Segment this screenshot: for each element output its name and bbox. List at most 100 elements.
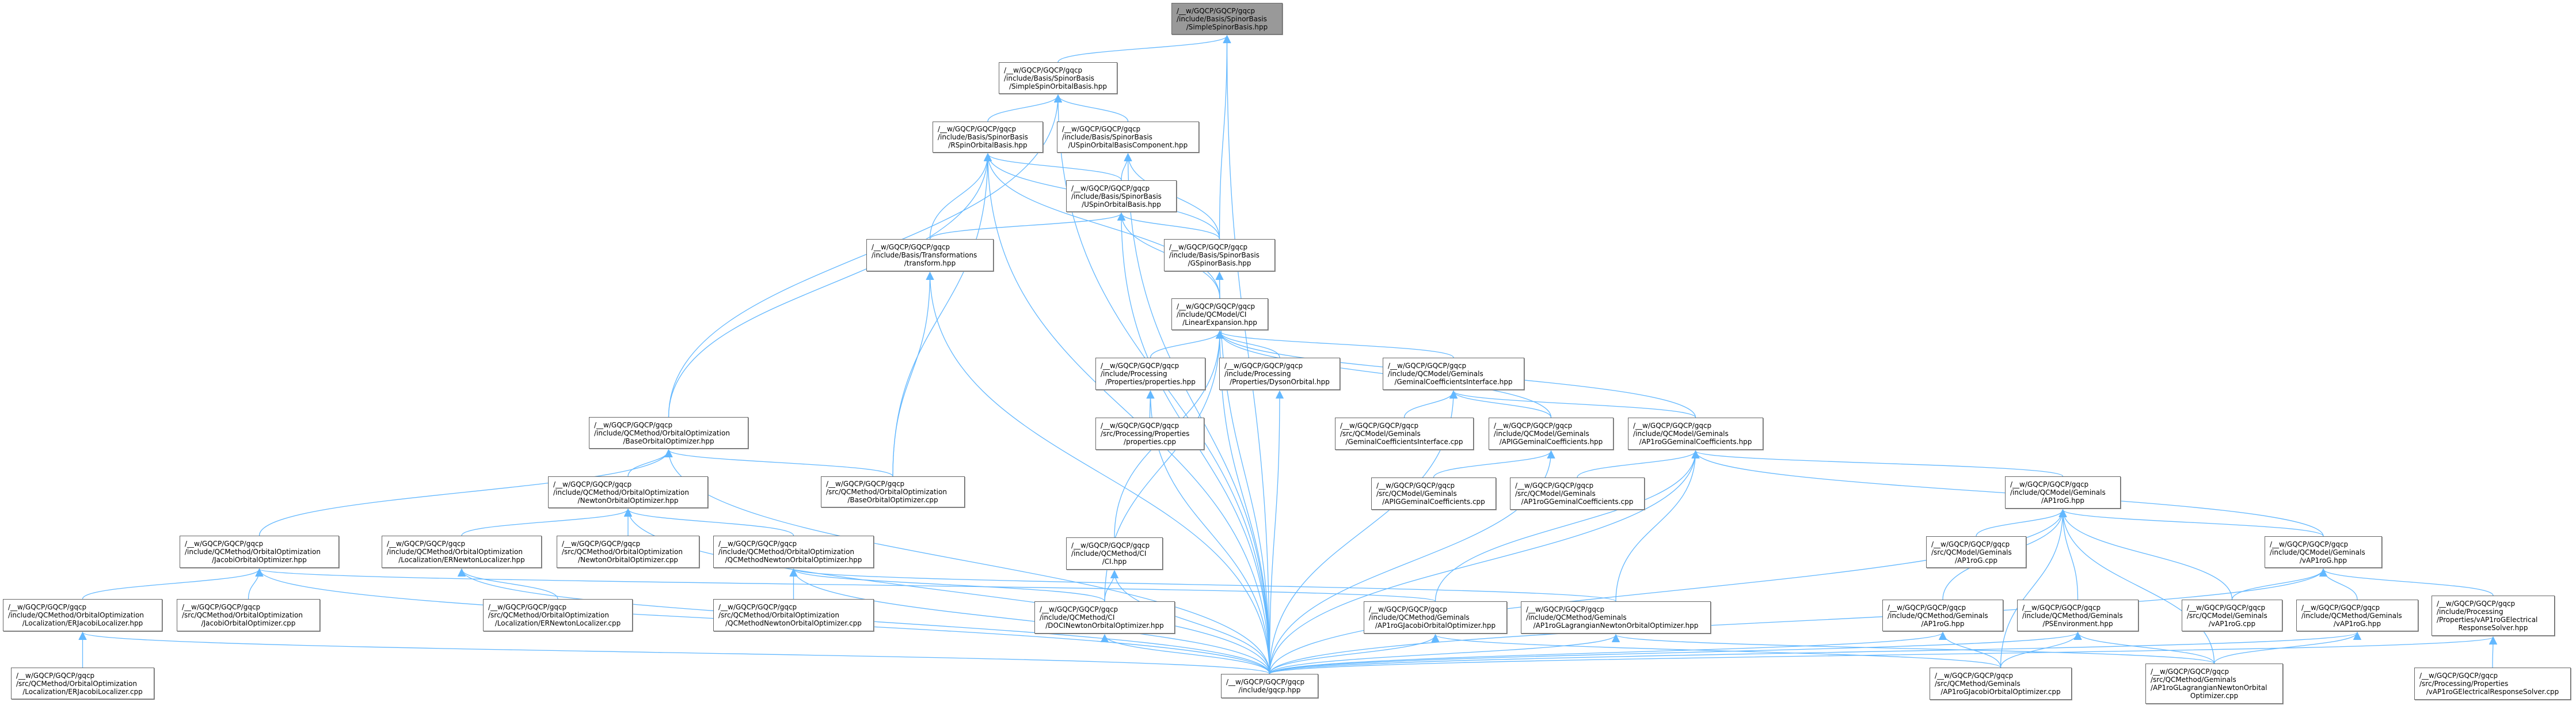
edge-k-to-i: [2058, 509, 2324, 537]
file-node-baseorbitaloptimizer-hpp[interactable]: /__w/GQCP/GQCP/gqcp/include/QCMethod/Orb…: [589, 417, 748, 449]
node-label-line: /Localization/ERJacobiLocalizer.hpp: [22, 619, 143, 627]
file-node-qcmethodnewtonorbitaloptimizer-hpp[interactable]: /__w/GQCP/GQCP/gqcp/include/QCMethod/Orb…: [713, 536, 874, 568]
node-label-line: /__w/GQCP/GQCP/gqcp: [1177, 6, 1255, 15]
file-node-ap1rogjacobiorbitaloptimizer-cpp[interactable]: /__w/GQCP/GQCP/gqcp/src/QCMethod/Geminal…: [1930, 668, 2072, 700]
file-node-vap1rog-cpp[interactable]: /__w/GQCP/GQCP/gqcp/src/QCModel/Geminals…: [2182, 600, 2282, 631]
node-label-line: /__w/GQCP/GQCP/gqcp: [1369, 605, 1448, 613]
node-label-line: /src/QCModel/Geminals: [1515, 490, 1596, 498]
edge-d-to-Y: [82, 568, 264, 600]
file-node-transform-hpp[interactable]: /__w/GQCP/GQCP/gqcp/include/Basis/Transf…: [866, 239, 994, 271]
file-node-ci-hpp[interactable]: /__w/GQCP/GQCP/gqcp/include/QCMethod/CI/…: [1066, 537, 1163, 570]
file-node-ap1rog-hpp[interactable]: /__w/GQCP/GQCP/gqcp/include/QCMethod/Gem…: [1882, 600, 2003, 631]
file-node-ap1rog-hpp[interactable]: /__w/GQCP/GQCP/gqcp/include/QCModel/Gemi…: [2005, 476, 2121, 509]
node-label-line: /__w/GQCP/GQCP/gqcp: [1004, 66, 1083, 74]
node-label-line: /QCMethodNewtonOrbitalOptimizer.cpp: [725, 619, 862, 627]
edge-b-to-X: [624, 508, 794, 536]
file-node-localization-ernewtonlocalizer-hpp[interactable]: /__w/GQCP/GQCP/gqcp/include/QCMethod/Orb…: [382, 536, 542, 568]
node-label-line: /src/QCModel/Geminals: [2187, 611, 2267, 620]
file-node-ap1roggeminalcoefficients-cpp[interactable]: /__w/GQCP/GQCP/gqcp/src/QCModel/Geminals…: [1510, 477, 1645, 510]
edge-G-to-E: [1117, 212, 1220, 240]
node-label-line: /__w/GQCP/GQCP/gqcp: [488, 603, 567, 611]
edge-V-to-S: [1100, 634, 1270, 674]
file-node-qcmethodnewtonorbitaloptimizer-cpp[interactable]: /__w/GQCP/GQCP/gqcp/src/QCMethod/Orbital…: [713, 599, 874, 631]
node-label-line: /include/Basis/SpinorBasis: [1004, 74, 1094, 82]
edge-V-to-H: [1215, 330, 1270, 674]
node-label-line: /include/QCMethod/OrbitalOptimization: [594, 429, 730, 437]
node-label-line: /include/Basis/SpinorBasis: [1177, 14, 1267, 23]
node-label-line: Optimizer.cpp: [2190, 692, 2239, 700]
file-node-psenvironment-hpp[interactable]: /__w/GQCP/GQCP/gqcp/include/QCMethod/Gem…: [2017, 600, 2139, 631]
node-label-line: /include/Processing: [2437, 608, 2503, 616]
node-label-line: /__w/GQCP/GQCP/gqcp: [872, 243, 950, 251]
file-node-optimizer-cpp[interactable]: /__w/GQCP/GQCP/gqcp/src/QCMethod/Geminal…: [2145, 664, 2283, 704]
node-label-line: /__w/GQCP/GQCP/gqcp: [1226, 678, 1305, 686]
file-node-rspinorbitalbasis-hpp[interactable]: /__w/GQCP/GQCP/gqcp/include/Basis/Spinor…: [933, 122, 1043, 153]
node-label-line: /__w/GQCP/GQCP/gqcp: [1376, 482, 1455, 490]
edge-T-to-Y: [256, 568, 1436, 602]
file-node-localization-erjacobilocalizer-hpp[interactable]: /__w/GQCP/GQCP/gqcp/include/QCMethod/Orb…: [3, 599, 162, 631]
node-label-line: /__w/GQCP/GQCP/gqcp: [8, 603, 87, 611]
node-label-line: /__w/GQCP/GQCP/gqcp: [2437, 600, 2516, 608]
file-node-jacobiorbitaloptimizer-cpp[interactable]: /__w/GQCP/GQCP/gqcp/src/QCMethod/Orbital…: [177, 599, 320, 631]
edge-W-to-B: [668, 94, 1063, 418]
node-label-line: /__w/GQCP/GQCP/gqcp: [562, 540, 641, 548]
file-node-jacobiorbitaloptimizer-hpp[interactable]: /__w/GQCP/GQCP/gqcp/include/QCMethod/Orb…: [180, 536, 339, 568]
file-node-newtonorbitaloptimizer-hpp[interactable]: /__w/GQCP/GQCP/gqcp/include/QCMethod/Orb…: [548, 476, 708, 508]
edge-m-to-i: [2058, 509, 2079, 600]
node-label-line: /include/Processing: [1224, 370, 1291, 378]
file-node-gspinorbasis-hpp[interactable]: /__w/GQCP/GQCP/gqcp/include/Basis/Spinor…: [1164, 239, 1275, 271]
file-node-properties-cpp[interactable]: /__w/GQCP/GQCP/gqcp/src/Processing/Prope…: [1095, 418, 1204, 450]
file-node-simplespinorbitalbasis-hpp[interactable]: /__w/GQCP/GQCP/gqcp/include/Basis/Spinor…: [999, 62, 1117, 94]
file-node-ap1roggeminalcoefficients-hpp[interactable]: /__w/GQCP/GQCP/gqcp/include/QCModel/Gemi…: [1628, 418, 1763, 450]
node-label-line: /__w/GQCP/GQCP/gqcp: [2151, 668, 2229, 676]
file-node-baseorbitaloptimizer-cpp[interactable]: /__w/GQCP/GQCP/gqcp/src/QCMethod/Orbital…: [821, 476, 965, 507]
node-label-line: /NewtonOrbitalOptimizer.cpp: [578, 556, 678, 564]
edge-V-to-k: [1269, 568, 2327, 674]
node-label-line: /__w/GQCP/GQCP/gqcp: [1101, 362, 1179, 370]
node-label-line: /AP1roGJacobiOrbitalOptimizer.cpp: [1940, 688, 2061, 696]
file-node-vap1rogelectricalresponsesolver-cpp[interactable]: /__w/GQCP/GQCP/gqcp/src/Processing/Prope…: [2414, 668, 2571, 700]
edge-X-to-W: [627, 449, 673, 477]
edge-S-to-b: [789, 568, 1105, 602]
file-node-geminalcoefficientsinterface-cpp[interactable]: /__w/GQCP/GQCP/gqcp/src/QCModel/Geminals…: [1335, 418, 1474, 450]
file-node-apiggeminalcoefficients-cpp[interactable]: /__w/GQCP/GQCP/gqcp/src/QCModel/Geminals…: [1371, 477, 1496, 510]
edge-c-to-F: [892, 271, 934, 477]
file-node-uspinorbitalbasis-hpp[interactable]: /__w/GQCP/GQCP/gqcp/include/Basis/Spinor…: [1066, 180, 1177, 212]
node-label-line: /APIGGeminalCoefficients.hpp: [1499, 438, 1603, 446]
node-label-line: /include/Processing: [1101, 370, 1167, 378]
node-label-line: /__w/GQCP/GQCP/gqcp: [1633, 422, 1712, 430]
node-label-line: /__w/GQCP/GQCP/gqcp: [1388, 362, 1467, 370]
node-label-line: /include/QCMethod/Geminals: [1526, 613, 1627, 621]
file-node-localization-erjacobilocalizer-cpp[interactable]: /__w/GQCP/GQCP/gqcp/src/QCMethod/Orbital…: [11, 668, 154, 699]
node-label-line: /Properties/vAP1roGElectrical: [2437, 616, 2538, 624]
edge-G-to-A: [1219, 35, 1231, 240]
file-node-ap1rogjacobiorbitaloptimizer-hpp[interactable]: /__w/GQCP/GQCP/gqcp/include/QCMethod/Gem…: [1364, 601, 1507, 634]
file-node-properties-dysonorbital-hpp[interactable]: /__w/GQCP/GQCP/gqcp/include/Processing/P…: [1219, 358, 1340, 390]
node-label-line: /LinearExpansion.hpp: [1182, 318, 1257, 327]
node-label-line: /AP1roG.hpp: [1921, 619, 1965, 628]
file-node-linearexpansion-hpp[interactable]: /__w/GQCP/GQCP/gqcp/include/QCModel/CI/L…: [1171, 298, 1268, 330]
file-node-ap1rog-cpp[interactable]: /__w/GQCP/GQCP/gqcp/src/QCModel/Geminals…: [1926, 536, 2026, 568]
file-node-localization-ernewtonlocalizer-cpp[interactable]: /__w/GQCP/GQCP/gqcp/src/QCMethod/Orbital…: [483, 599, 633, 631]
file-node-uspinorbitalbasiscomponent-hpp[interactable]: /__w/GQCP/GQCP/gqcp/include/Basis/Spinor…: [1057, 122, 1199, 153]
node-label-line: /include/Basis/Transformations: [872, 251, 977, 259]
node-label-line: /JacobiOrbitalOptimizer.hpp: [212, 556, 307, 564]
file-node-properties-properties-hpp[interactable]: /__w/GQCP/GQCP/gqcp/include/Processing/P…: [1095, 358, 1205, 390]
edge-V-to-l: [1269, 631, 1947, 674]
file-node-ap1roglagrangiannewtonorbitaloptimizer-hpp[interactable]: /__w/GQCP/GQCP/gqcp/include/QCMethod/Gem…: [1521, 601, 1711, 634]
node-label-line: /__w/GQCP/GQCP/gqcp: [1515, 482, 1594, 490]
node-label-line: /__w/GQCP/GQCP/gqcp: [1931, 540, 2010, 548]
file-node-include-gqcp-hpp[interactable]: /__w/GQCP/GQCP/gqcp/include/gqcp.hpp: [1221, 674, 1318, 698]
file-node-apiggeminalcoefficients-hpp[interactable]: /__w/GQCP/GQCP/gqcp/include/QCModel/Gemi…: [1489, 418, 1614, 450]
file-node-newtonorbitaloptimizer-cpp[interactable]: /__w/GQCP/GQCP/gqcp/src/QCMethod/Orbital…: [557, 536, 699, 568]
file-node-geminalcoefficientsinterface-hpp[interactable]: /__w/GQCP/GQCP/gqcp/include/QCModel/Gemi…: [1383, 358, 1524, 390]
node-label-line: /src/QCModel/Geminals: [1931, 548, 2012, 556]
node-label-line: /__w/GQCP/GQCP/gqcp: [2301, 603, 2380, 612]
node-label-line: /__w/GQCP/GQCP/gqcp: [1888, 603, 1966, 612]
file-node-vap1rog-hpp[interactable]: /__w/GQCP/GQCP/gqcp/include/QCModel/Gemi…: [2265, 536, 2382, 568]
edge-V-to-O: [1269, 450, 1700, 674]
node-label-line: /include/QCMethod/Geminals: [2022, 611, 2123, 620]
file-node-vap1rog-hpp[interactable]: /__w/GQCP/GQCP/gqcp/include/QCMethod/Gem…: [2296, 600, 2418, 631]
file-node-docinewtonorbitaloptimizer-hpp[interactable]: /__w/GQCP/GQCP/gqcp/include/QCMethod/CI/…: [1034, 601, 1175, 634]
file-node-responsesolver-hpp[interactable]: /__w/GQCP/GQCP/gqcp/include/Processing/P…: [2432, 596, 2555, 636]
